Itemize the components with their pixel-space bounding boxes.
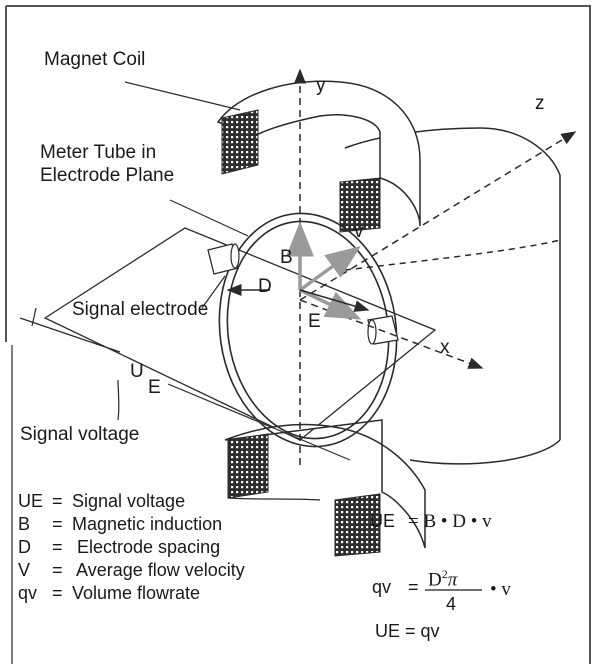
top-magnet-coil [216,80,421,233]
formula-ue-rhs: = B • D • v [408,511,492,532]
x-axis [299,299,484,369]
axis-y-label: y [316,75,326,96]
formula-ue-lhs: UE [370,511,396,531]
formula-qv-num-exp: 2 [441,567,448,581]
axis-z-label: z [535,93,545,114]
bottom-magnet-coil [224,419,426,557]
axis-x-label: x [440,337,450,358]
electrode-plane [43,227,437,441]
formula-qv-tail: • v [490,579,511,600]
legend-row: V= Average flow velocity [18,560,245,580]
v-vector [298,245,361,292]
signal-voltage-label: Signal voltage [20,424,140,445]
meter-tube-leader [169,199,249,237]
legend-row: B=Magnetic induction [18,514,223,534]
e-vector-label: E [308,311,321,332]
ue-symbol-u: U [130,361,144,382]
signal-electrode-leader [201,275,226,309]
formula-qv-denominator: 4 [446,594,457,614]
d-arrow-right [299,289,370,312]
magnet-coil-leader [124,81,241,111]
meter-tube-label-line2: Electrode Plane [40,165,175,186]
legend-row: UE=Signal voltage [18,491,186,511]
pipe-body [344,127,561,465]
formula-qv-num-pi: π [447,569,458,591]
formula-qv-numerator: D2π [428,568,457,589]
ue-symbol-e: E [148,377,161,398]
magnet-coil-label: Magnet Coil [44,49,146,70]
formula-qv-eq: = [408,577,419,597]
signal-electrode-label: Signal electrode [72,299,209,320]
signal-electrode-left [207,243,240,275]
signal-electrode-right [367,315,399,345]
e-vector [299,288,362,320]
bottom-coil-winding-right [334,493,381,557]
b-vector-label: B [280,247,293,268]
legend-row: D= Electrode spacing [18,537,221,557]
formula-ue-qv: UE = qv [375,621,440,641]
legend-row: qv=Volume flowrate [18,583,201,603]
bottom-coil-winding-left [227,433,269,499]
top-coil-winding-right [339,177,381,233]
formula-qv-lhs: qv [372,577,392,597]
ue-line-right [167,383,351,461]
ue-line-left [19,317,121,353]
ue-tick-left [31,307,37,327]
signal-voltage-leader [117,379,120,421]
d-spacing-label: D [258,276,272,297]
figure-frame [5,5,591,664]
formula-qv-num-d: D [428,569,442,591]
v-vector-label: v [354,221,364,242]
top-coil-winding-left [221,109,259,175]
meter-tube-label-line1: Meter Tube in [40,142,157,163]
